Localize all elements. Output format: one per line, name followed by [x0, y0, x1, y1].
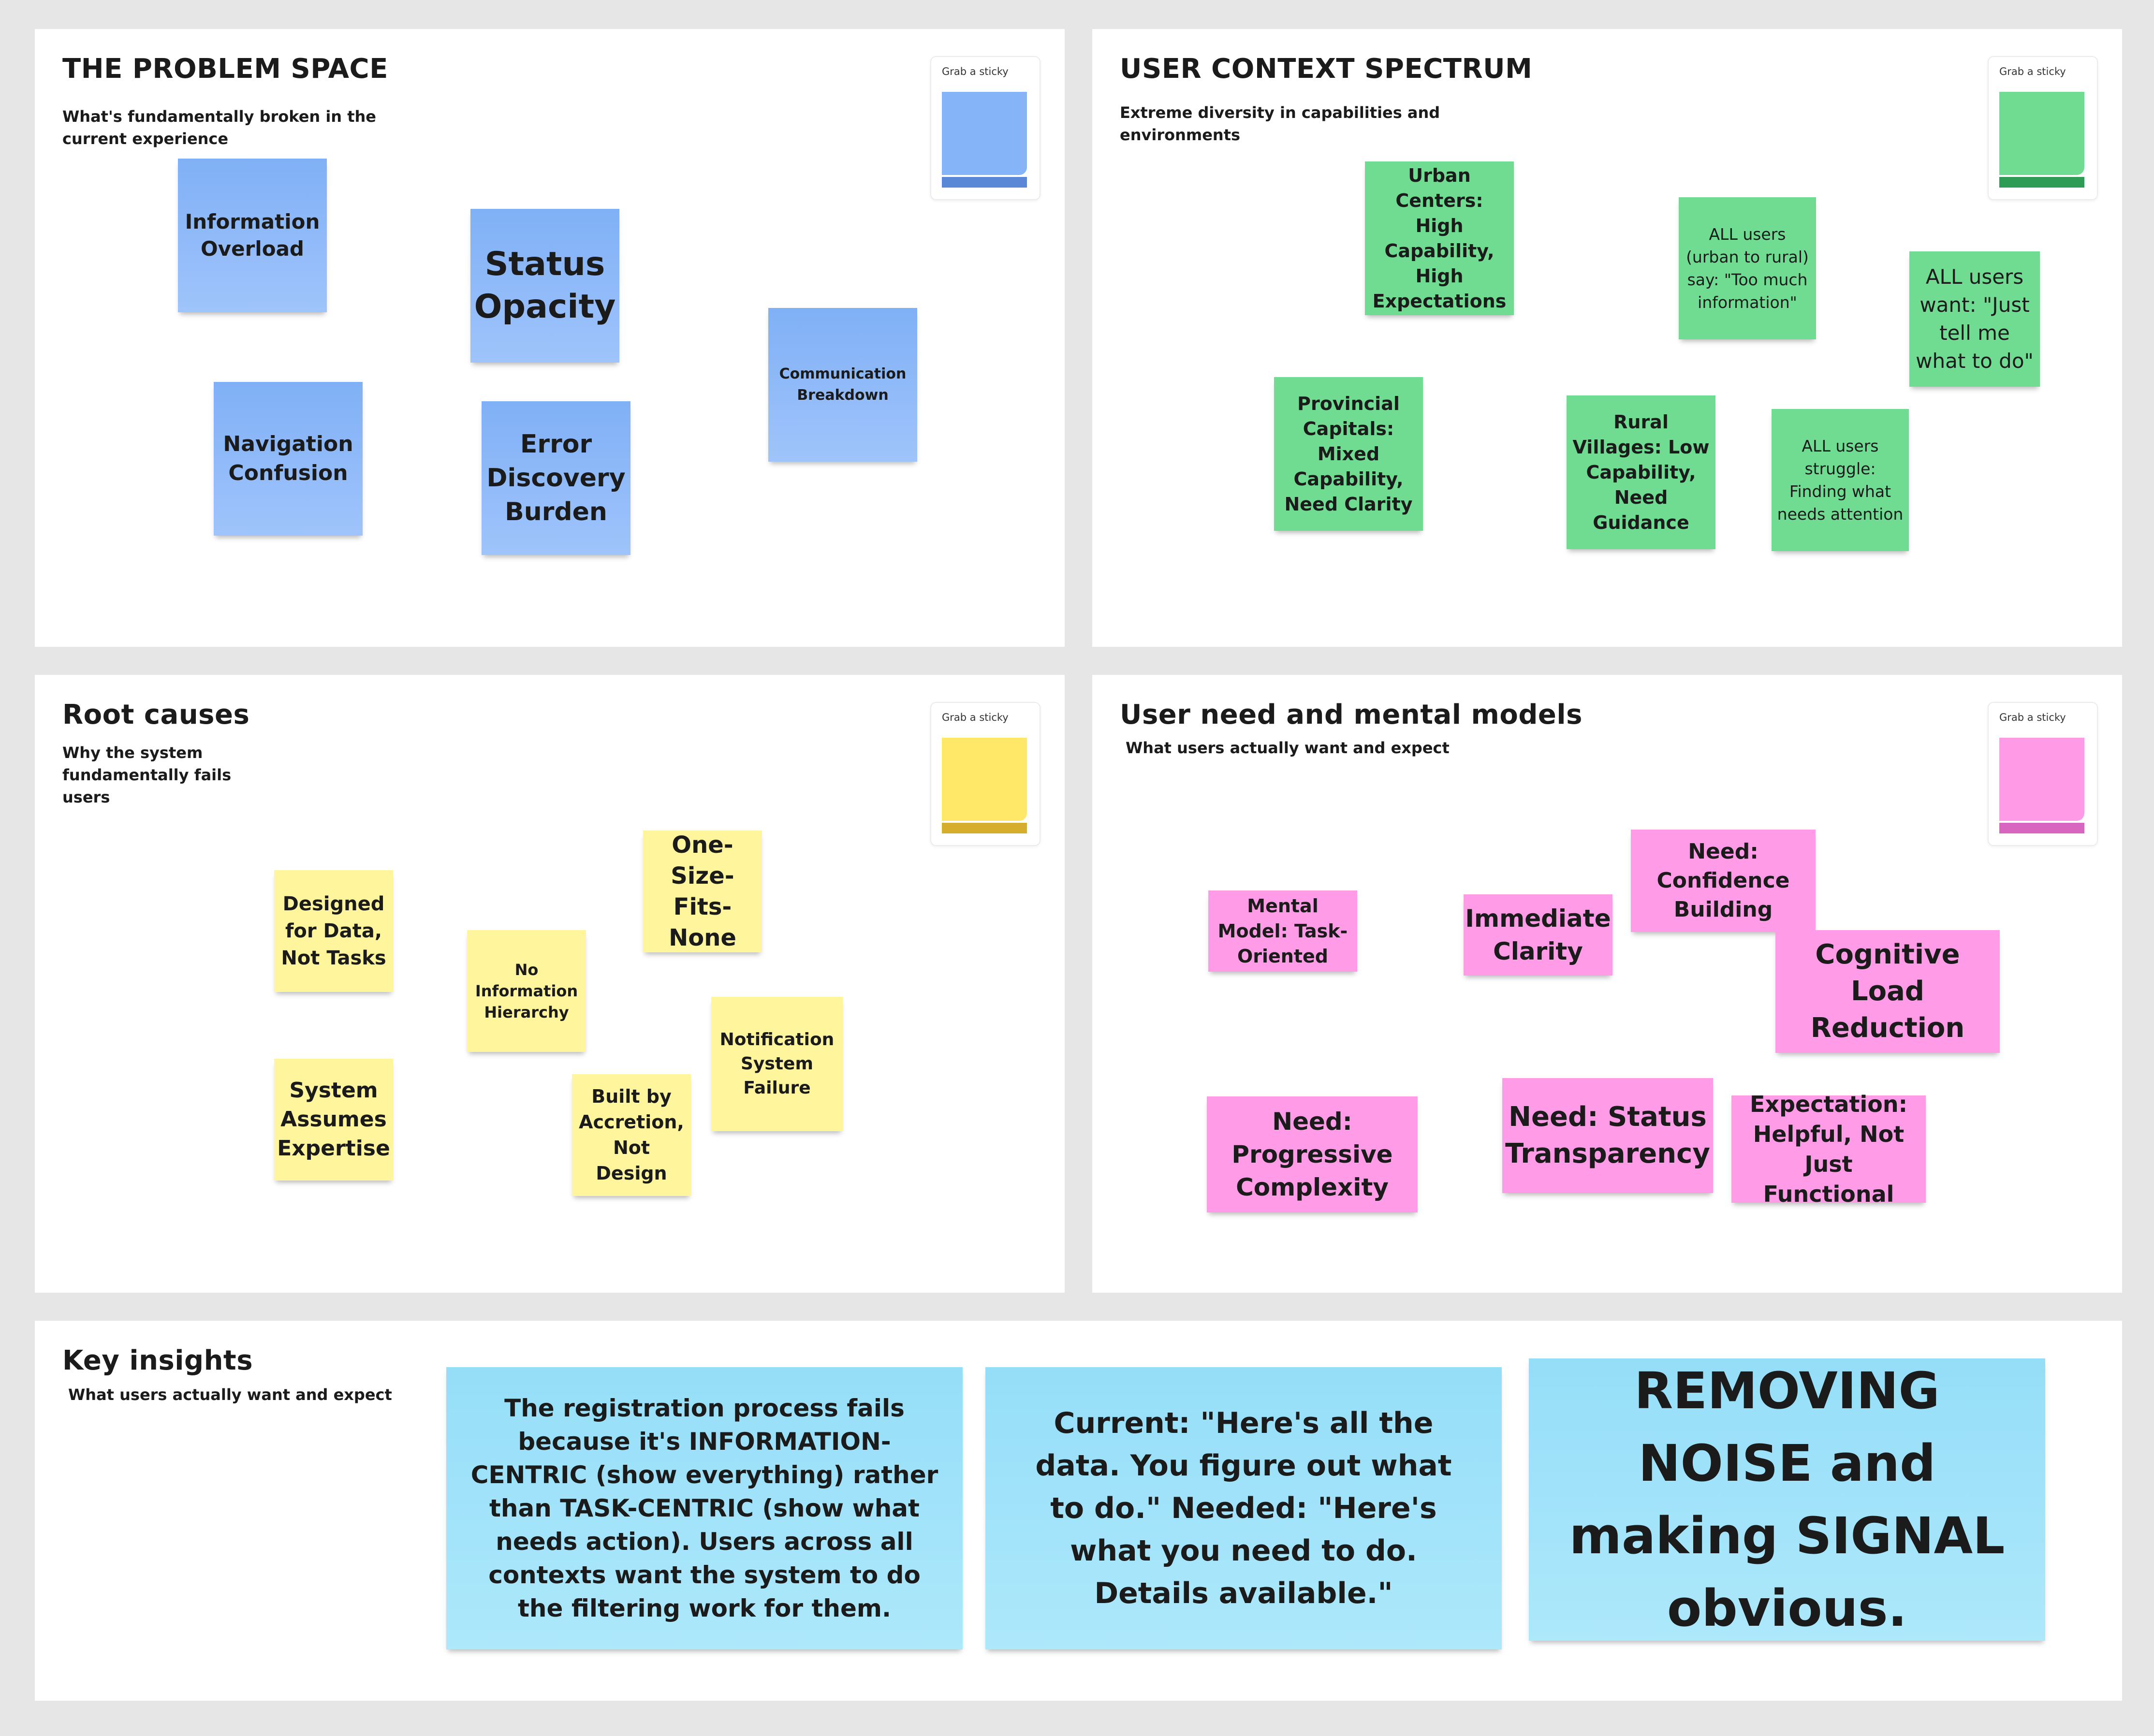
sticky-text: Designed for Data, Not Tasks — [281, 893, 386, 969]
sticky-text: System Assumes Expertise — [277, 1078, 390, 1161]
sticky-text: Expectation: Helpful, Not Just Functiona… — [1749, 1091, 1908, 1207]
sticky-note[interactable]: ALL users want: "Just tell me what to do… — [1909, 251, 2040, 387]
sticky-stack-icon — [942, 738, 1027, 833]
sticky-note[interactable]: Rural Villages: Low Capability, Need Gui… — [1567, 395, 1715, 549]
frame-key-insights[interactable]: Key insights What users actually want an… — [35, 1321, 2122, 1701]
sticky-note[interactable]: Built by Accretion, Not Design — [572, 1074, 691, 1196]
sticky-text: Need: Status Transparency — [1505, 1101, 1710, 1169]
grab-sticky-label: Grab a sticky — [942, 712, 1009, 723]
sticky-text: No Information Hierarchy — [475, 961, 578, 1021]
sticky-text: Error Discovery Burden — [486, 430, 626, 526]
sticky-note[interactable]: System Assumes Expertise — [274, 1059, 393, 1181]
sticky-stack-icon — [1999, 92, 2084, 188]
sticky-pad-blue[interactable]: Grab a sticky — [930, 56, 1040, 200]
frame-title: User need and mental models — [1120, 699, 1583, 730]
sticky-text: Need: Confidence Building — [1656, 839, 1790, 922]
sticky-note[interactable]: ALL users (urban to rural) say: "Too muc… — [1679, 197, 1816, 339]
sticky-stack-icon — [942, 92, 1027, 188]
sticky-text: Status Opacity — [474, 245, 616, 326]
sticky-text: REMOVING NOISE and making SIGNAL obvious… — [1569, 1361, 2005, 1638]
sticky-text: Provincial Capitals: Mixed Capability, N… — [1284, 393, 1413, 515]
frame-subtitle: What users actually want and expect — [68, 1386, 392, 1404]
frame-title: Root causes — [62, 699, 250, 730]
sticky-text: The registration process fails because i… — [470, 1394, 938, 1622]
sticky-text: Rural Villages: Low Capability, Need Gui… — [1572, 411, 1710, 533]
sticky-note[interactable]: Notification System Failure — [711, 997, 843, 1131]
sticky-text: Notification System Failure — [719, 1030, 835, 1098]
sticky-text: Navigation Confusion — [223, 432, 353, 485]
sticky-note[interactable]: One-Size-Fits-None — [643, 831, 762, 952]
sticky-text: Immediate Clarity — [1465, 904, 1611, 965]
sticky-text: Urban Centers: High Capability, High Exp… — [1372, 165, 1507, 312]
sticky-note[interactable]: Status Opacity — [470, 209, 619, 363]
sticky-text: ALL users want: "Just tell me what to do… — [1916, 265, 2034, 373]
sticky-stack-icon — [1999, 738, 2084, 833]
frame-user-need-mental-models[interactable]: User need and mental models What users a… — [1092, 675, 2122, 1293]
sticky-text: Current: "Here's all the data. You figur… — [1035, 1406, 1452, 1610]
sticky-text: Information Overload — [185, 210, 320, 261]
sticky-text: ALL users struggle: Finding what needs a… — [1777, 437, 1904, 524]
sticky-text: Built by Accretion, Not Design — [579, 1086, 684, 1184]
sticky-note[interactable]: Immediate Clarity — [1464, 894, 1612, 976]
sticky-note[interactable]: Urban Centers: High Capability, High Exp… — [1365, 161, 1514, 315]
sticky-note[interactable]: Navigation Confusion — [214, 382, 363, 536]
grab-sticky-label: Grab a sticky — [1999, 66, 2066, 77]
sticky-text: Mental Model: Task-Oriented — [1217, 895, 1348, 967]
sticky-pad-pink[interactable]: Grab a sticky — [1988, 702, 2098, 846]
frame-root-causes[interactable]: Root causes Why the system fundamentally… — [35, 675, 1065, 1293]
sticky-note[interactable]: Mental Model: Task-Oriented — [1208, 890, 1357, 972]
sticky-note[interactable]: Expectation: Helpful, Not Just Functiona… — [1731, 1091, 1926, 1207]
sticky-text: One-Size-Fits-None — [669, 832, 736, 951]
frame-subtitle: Extreme diversity in capabilities and en… — [1120, 103, 1440, 144]
sticky-note[interactable]: No Information Hierarchy — [467, 930, 586, 1052]
sticky-text: ALL users (urban to rural) say: "Too muc… — [1686, 225, 1809, 312]
frame-title: THE PROBLEM SPACE — [62, 53, 388, 85]
sticky-note[interactable]: Provincial Capitals: Mixed Capability, N… — [1274, 377, 1423, 531]
frame-title: Key insights — [62, 1345, 253, 1376]
insight-sticky-note[interactable]: The registration process fails because i… — [446, 1367, 963, 1649]
frame-problem-space[interactable]: THE PROBLEM SPACE What's fundamentally b… — [35, 29, 1065, 647]
frame-subtitle: What's fundamentally broken in the curre… — [62, 107, 376, 148]
sticky-note[interactable]: Information Overload — [178, 159, 327, 312]
insight-sticky-note[interactable]: Current: "Here's all the data. You figur… — [985, 1367, 1502, 1649]
sticky-note[interactable]: Need: Confidence Building — [1631, 830, 1816, 932]
frame-user-context-spectrum[interactable]: USER CONTEXT SPECTRUM Extreme diversity … — [1092, 29, 2122, 647]
frame-subtitle: What users actually want and expect — [1126, 739, 1450, 757]
sticky-note[interactable]: Communication Breakdown — [768, 308, 917, 462]
sticky-text: Need: Progressive Complexity — [1231, 1108, 1393, 1201]
grab-sticky-label: Grab a sticky — [1999, 712, 2066, 723]
frame-subtitle: Why the system fundamentally fails users — [62, 744, 232, 806]
sticky-text: Communication Breakdown — [779, 365, 907, 404]
sticky-note[interactable]: ALL users struggle: Finding what needs a… — [1772, 409, 1909, 551]
sticky-note[interactable]: Cognitive Load Reduction — [1775, 930, 2000, 1053]
sticky-pad-green[interactable]: Grab a sticky — [1988, 56, 2098, 200]
sticky-text: Cognitive Load Reduction — [1810, 939, 1965, 1044]
sticky-note[interactable]: Need: Status Transparency — [1502, 1078, 1713, 1193]
grab-sticky-label: Grab a sticky — [942, 66, 1009, 77]
sticky-note[interactable]: Designed for Data, Not Tasks — [274, 870, 393, 992]
insight-sticky-note[interactable]: REMOVING NOISE and making SIGNAL obvious… — [1529, 1358, 2045, 1641]
frame-title: USER CONTEXT SPECTRUM — [1120, 53, 1533, 85]
sticky-note[interactable]: Error Discovery Burden — [482, 401, 630, 555]
sticky-note[interactable]: Need: Progressive Complexity — [1207, 1096, 1418, 1212]
sticky-pad-yellow[interactable]: Grab a sticky — [930, 702, 1040, 846]
